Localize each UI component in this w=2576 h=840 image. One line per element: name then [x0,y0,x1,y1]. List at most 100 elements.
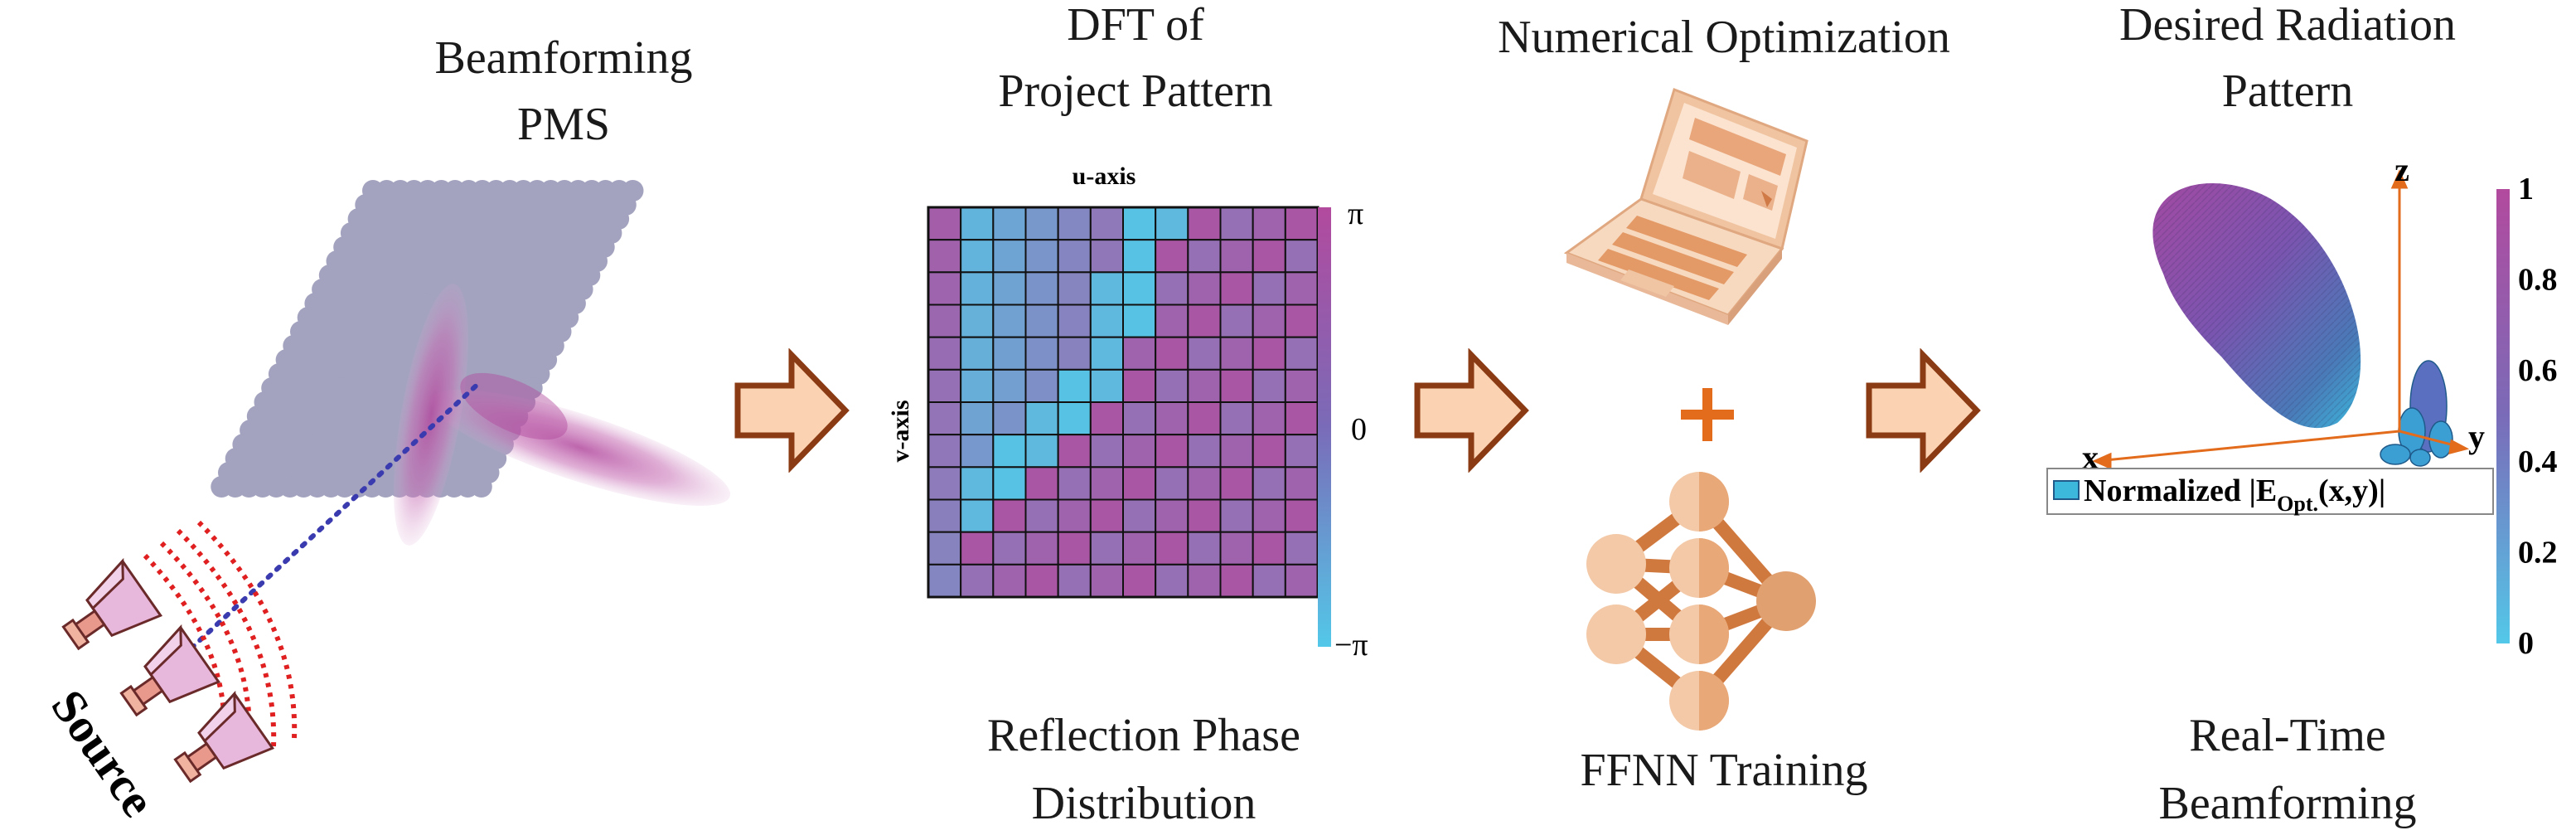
phase-cell [1284,206,1319,241]
phase-cell [1284,401,1319,436]
phase-cell [1155,206,1189,241]
phase-cell [1187,303,1222,338]
phase-cell [1252,401,1286,436]
phase-cell [960,206,995,241]
phase-cell [1057,434,1092,469]
phase-cell [1219,531,1254,566]
phase-cell [1024,303,1059,338]
dft-title-line1: DFT of [1067,0,1204,51]
output-node [1756,571,1816,631]
phase-cell [960,336,995,371]
phase-cell [1284,368,1319,403]
side-lobes [2380,360,2453,467]
phase-cell [1089,206,1124,241]
phase-cell [1284,239,1319,274]
colorbar-tick-label: 1 [2518,172,2534,206]
phase-cell [1155,239,1189,274]
phase-cell [1284,563,1319,599]
z-axis-label: z [2394,151,2409,188]
phase-cell [1155,434,1189,469]
phase-cell [1089,466,1124,501]
phase-cell [1089,434,1124,469]
phase-cell [1024,239,1059,274]
phase-cell [1057,271,1092,306]
horn-antenna-icon [61,557,163,651]
legend-swatch [2053,480,2080,500]
phase-cell [1219,206,1254,241]
magnitude-colorbar [2496,189,2510,643]
phase-cell [1024,206,1059,241]
colorbar-tick-label: 0.4 [2518,444,2558,479]
phase-cell [1057,206,1092,241]
phase-cell [1219,498,1254,533]
phase-cell [1122,239,1157,274]
horn-antennas [61,557,275,784]
phase-cell [1252,336,1286,371]
phase-cell [960,498,995,533]
phase-cell [1252,563,1286,599]
phase-cell [1187,239,1222,274]
y-axis-label: y [2468,418,2485,455]
legend-subscript: Opt. [2277,492,2318,516]
phase-cell [1024,271,1059,306]
phase-cell [960,271,995,306]
phase-cell [1187,563,1222,599]
phase-cell [927,368,962,403]
phase-cell [1284,498,1319,533]
phase-cell [992,531,1027,566]
phase-cell [1219,239,1254,274]
phase-cell [1057,466,1092,501]
phase-cell [992,368,1027,403]
v-axis-label: v-axis [887,401,914,463]
phase-cell [1024,336,1059,371]
phase-cell [960,239,995,274]
phase-cell [960,303,995,338]
phase-cell [927,336,962,371]
phase-cell [927,563,962,599]
ffnn-caption: FFNN Training [1580,745,1868,796]
phase-cell [992,401,1027,436]
neural-network-icon [1586,472,1816,731]
horn-antenna-icon [173,690,275,784]
phase-cell [1122,401,1157,436]
phase-cell [1219,434,1254,469]
phase-cell [1089,563,1124,599]
pms-unit-cell [470,476,492,498]
phase-cell [1252,303,1286,338]
flow-arrow-3 [1866,348,1981,473]
phase-cell [1089,336,1124,371]
colorbar-tick-label: 0.2 [2518,535,2558,570]
phase-cell [960,434,995,469]
incident-ray [163,379,483,674]
phase-cell [992,563,1027,599]
phase-cell [1057,563,1092,599]
pattern-caption: Real-Time Beamforming [2055,702,2520,838]
phase-cell [927,498,962,533]
phase-cell [1122,498,1157,533]
phase-cell [1089,239,1124,274]
phase-cell [1089,368,1124,403]
phase-cell [960,368,995,403]
pms-title: Beamforming PMS [332,25,796,158]
phase-cell [1187,434,1222,469]
phase-cell [1155,498,1189,533]
phase-cell [927,466,962,501]
pms-title-line1: Beamforming [434,32,693,84]
phase-cell [960,466,995,501]
phase-cell [1024,498,1059,533]
phase-cell [1155,466,1189,501]
phase-cell [1284,303,1319,338]
phase-cell [1024,563,1059,599]
flow-arrow-1 [734,348,850,473]
phase-cell [1024,466,1059,501]
phase-cell [1252,271,1286,306]
phase-cell [1024,368,1059,403]
pattern-legend: Normalized |EOpt.(x,y)| [2046,468,2494,516]
coordinate-axes [2092,169,2470,470]
main-lobe [2152,182,2361,429]
phase-cell [960,531,995,566]
phase-cell [1155,368,1189,403]
phase-cell [992,271,1027,306]
phase-cell [1057,239,1092,274]
phase-cell [992,434,1027,469]
